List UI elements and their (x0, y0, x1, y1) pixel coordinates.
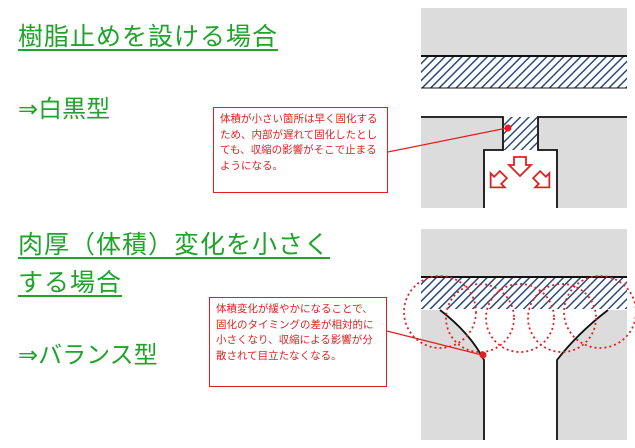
top-type-label: ⇒白黒型 (18, 95, 111, 123)
bottom-callout-dot (479, 351, 487, 359)
bottom-callout: 体積変化が緩やかになることで、固化のタイミングの差が相対的に小さくなり、収縮によ… (209, 297, 387, 387)
top-callout-pointer (372, 127, 508, 156)
top-callout: 体積が小さい箇所は早く固化するため、内部が遅れて固化したとしても、収縮の影響がそ… (213, 107, 388, 193)
bottom-heading-line1: 肉厚（体積）変化を小さく (18, 230, 331, 259)
arrow-down-right-icon (531, 169, 551, 189)
top-resin-layer (421, 57, 627, 88)
bottom-resin-layer (421, 278, 627, 309)
arrow-down-icon (506, 156, 534, 178)
bottom-diagram (382, 229, 635, 440)
arrow-down-left-icon (489, 169, 509, 189)
top-upper-body (421, 8, 627, 56)
bottom-callout-pointer (382, 329, 483, 356)
bottom-lower-body (421, 310, 627, 440)
bottom-upper-body (421, 229, 627, 277)
influence-circles (403, 275, 635, 353)
top-callout-dot (504, 124, 512, 132)
top-heading: 樹脂止めを設ける場合 (18, 22, 279, 51)
top-diagram (372, 8, 627, 208)
bottom-type-label: ⇒バランス型 (18, 341, 158, 369)
bottom-heading-line2: する場合 (18, 268, 123, 297)
top-lower-body (421, 117, 627, 208)
top-resin-stop (504, 117, 537, 150)
